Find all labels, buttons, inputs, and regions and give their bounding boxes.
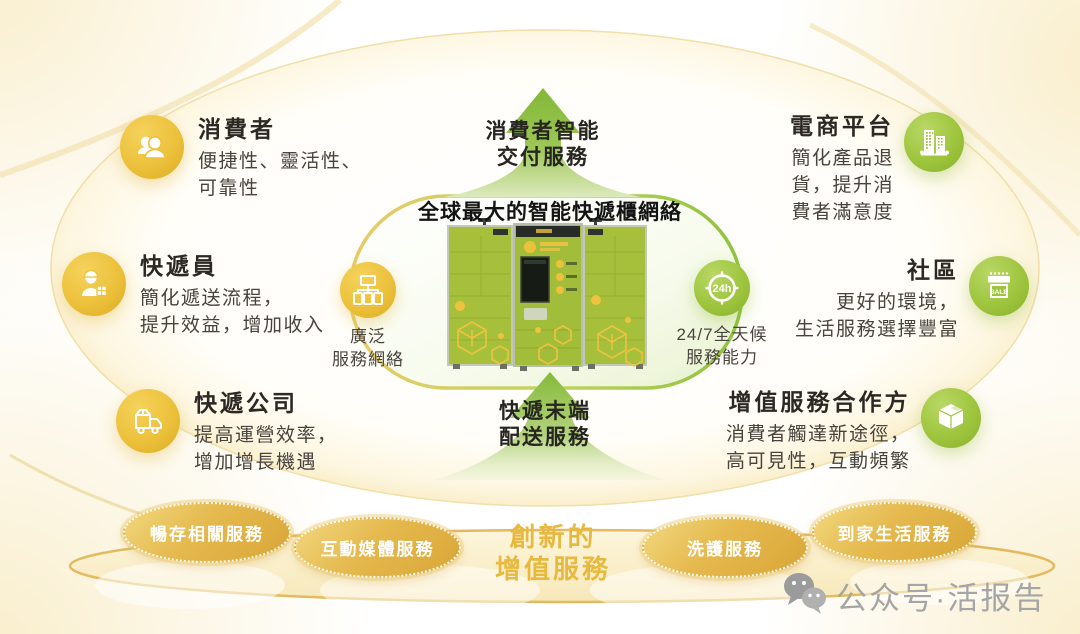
network-icon [340, 262, 396, 318]
feature-label-line: 廣泛 [350, 327, 386, 346]
stakeholder-consumer: 消費者 便捷性、靈活性、 可靠性 [120, 115, 362, 202]
smart-locker-illustration [447, 218, 647, 371]
up-arrow-bottom [434, 372, 666, 480]
bubble-interactive-media-services: 互動媒體服務 [294, 517, 461, 578]
desc-line: 消費者觸達新途徑， [726, 424, 911, 445]
consumers-icon [120, 115, 184, 179]
parcel-icon [920, 388, 981, 448]
stakeholder-community-text: 社區 更好的環境， 生活服務選擇豐富 [795, 256, 959, 343]
bubble-label: 到家生活服務 [837, 524, 952, 544]
desc-line: 提高運營效率， [194, 425, 338, 446]
stakeholder-ecommerce: 電商平台 簡化產品退 貨，提升消 費者滿意度 [790, 112, 964, 226]
truck-icon [116, 389, 180, 453]
top-arrow-line1: 消費者智能 [485, 120, 601, 143]
stakeholder-title: 快遞公司 [194, 390, 298, 416]
stakeholder-community: SALE 社區 更好的環境， 生活服務選擇豐富 [795, 256, 1030, 343]
stakeholder-desc: 便捷性、靈活性、 可靠性 [198, 148, 362, 202]
stakeholder-desc: 簡化遞送流程， 提升效益，增加收入 [140, 285, 325, 339]
top-arrow-label: 消費者智能 交付服務 [463, 119, 623, 171]
desc-line: 高可見性，互動頻繁 [726, 451, 911, 472]
bottom-arrow-line1: 快遞末端 [499, 400, 591, 423]
swoosh-top-left [0, 0, 342, 178]
desc-line: 可靠性 [198, 178, 260, 199]
wechat-icon [780, 570, 828, 621]
stakeholder-courier-company: 快遞公司 提高運營效率， 增加增長機遇 [116, 389, 338, 476]
innovation-line1: 創新的 [509, 522, 597, 552]
feature-label-line: 服務網絡 [332, 350, 404, 369]
buildings-icon [904, 112, 964, 172]
dish-highlight [850, 559, 1030, 605]
bottom-arrow-label: 快遞末端 配送服務 [465, 399, 625, 451]
24h-icon-text: 24h [713, 283, 732, 295]
stakeholder-title: 增值服務合作方 [728, 389, 911, 415]
stakeholder-desc: 提高運營效率， 增加增長機遇 [194, 422, 338, 476]
dish-highlight [95, 561, 285, 609]
desc-line: 簡化產品退 [791, 148, 894, 169]
feature-broad-network-label: 廣泛 服務網絡 [312, 325, 424, 371]
24h-clock-icon: 24h [694, 260, 750, 316]
feature-24-7-label: 24/7全天候 服務能力 [666, 323, 778, 369]
store-sale-icon: SALE [969, 256, 1030, 316]
desc-line: 簡化遞送流程， [140, 288, 284, 309]
up-arrow-top [445, 88, 641, 197]
desc-line: 提升效益，增加收入 [140, 315, 325, 336]
bubble-label: 互動媒體服務 [320, 540, 435, 559]
stakeholder-courier-company-text: 快遞公司 提高運營效率， 增加增長機遇 [194, 389, 338, 476]
desc-line: 費者滿意度 [791, 202, 894, 223]
feature-24-7: 24h 24/7全天候 服務能力 [666, 260, 778, 369]
bubble-laundry-services: 洗護服務 [642, 517, 808, 578]
bubble-home-life-services: 到家生活服務 [812, 502, 977, 562]
stakeholder-courier: 快遞員 簡化遞送流程， 提升效益，增加收入 [62, 252, 325, 339]
feature-broad-network: 廣泛 服務網絡 [312, 262, 424, 371]
innovation-line2: 增值服務 [494, 554, 611, 584]
top-arrow-line2: 交付服務 [497, 146, 589, 169]
stakeholder-desc: 更好的環境， 生活服務選擇豐富 [795, 289, 959, 343]
desc-line: 增加增長機遇 [194, 452, 318, 473]
courier-icon [62, 252, 126, 316]
stakeholder-desc: 簡化產品退 貨，提升消 費者滿意度 [790, 145, 894, 226]
stakeholder-va-partner: 增值服務合作方 消費者觸達新途徑， 高可見性，互動頻繁 [726, 388, 981, 475]
stakeholder-ecommerce-text: 電商平台 簡化產品退 貨，提升消 費者滿意度 [790, 112, 894, 226]
swoosh-top-right [808, 22, 1080, 237]
watermark-text: 公众号·活报告 [836, 581, 1047, 616]
bubble-label: 暢存相關服務 [150, 525, 264, 544]
stakeholder-title: 電商平台 [790, 113, 894, 139]
dish-highlight [590, 565, 810, 615]
sale-icon-text: SALE [990, 289, 1008, 296]
bubble-storage-services: 暢存相關服務 [123, 502, 291, 563]
innovative-va-label: 創新的 增值服務 [468, 521, 638, 585]
feature-label-line: 24/7全天候 [676, 325, 768, 344]
desc-line: 生活服務選擇豐富 [795, 319, 960, 340]
stakeholder-title: 消費者 [198, 116, 276, 142]
stakeholder-va-partner-text: 增值服務合作方 消費者觸達新途徑， 高可見性，互動頻繁 [726, 388, 911, 475]
stakeholder-consumer-text: 消費者 便捷性、靈活性、 可靠性 [198, 115, 362, 202]
stakeholder-desc: 消費者觸達新途徑， 高可見性，互動頻繁 [726, 421, 911, 475]
stakeholder-courier-text: 快遞員 簡化遞送流程， 提升效益，增加收入 [140, 252, 325, 339]
bottom-arrow-line2: 配送服務 [499, 426, 591, 449]
desc-line: 便捷性、靈活性、 [198, 151, 363, 172]
stakeholder-title: 社區 [907, 257, 960, 283]
network-heading: 全球最大的智能快遞櫃網絡 [418, 201, 682, 224]
desc-line: 貨，提升消 [791, 175, 894, 196]
bubble-label: 洗護服務 [687, 540, 763, 559]
desc-line: 更好的環境， [836, 292, 960, 313]
watermark: 公众号·活报告 [780, 570, 1046, 621]
stakeholder-title: 快遞員 [140, 253, 218, 279]
feature-label-line: 服務能力 [686, 348, 758, 367]
